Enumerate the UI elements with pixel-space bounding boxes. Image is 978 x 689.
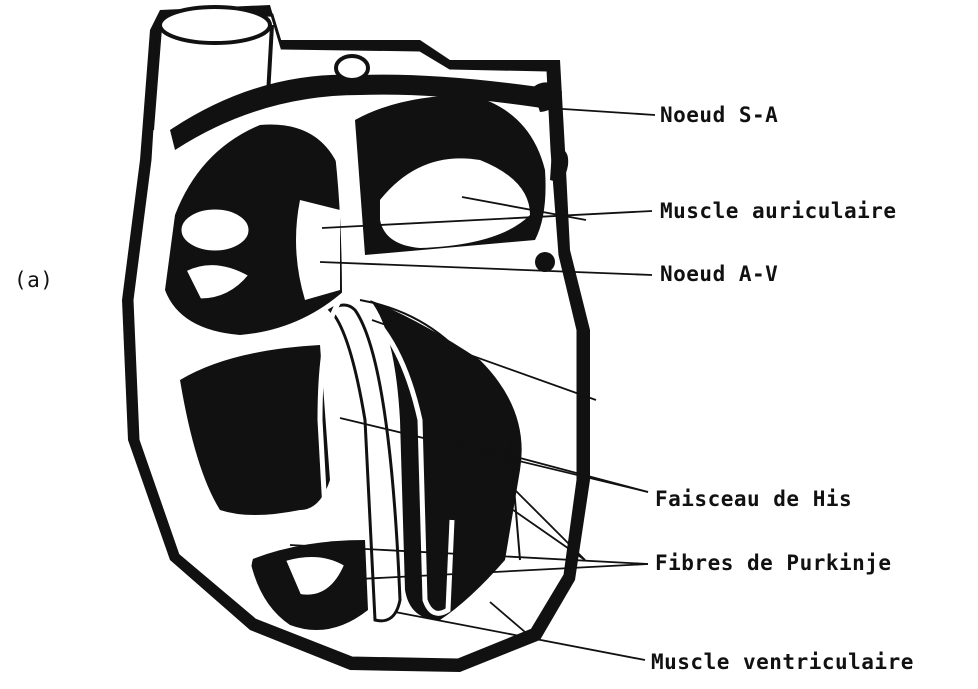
top-vessel-knob xyxy=(336,56,368,80)
label-av-node: Noeud A-V xyxy=(660,262,778,286)
panel-label: (a) xyxy=(14,268,53,292)
atrial-muscle-white xyxy=(296,200,340,300)
av-small-node xyxy=(535,252,555,272)
label-bundle-of-his: Faisceau de His xyxy=(655,487,852,511)
label-ventricular-muscle: Muscle ventriculaire xyxy=(651,650,914,674)
leader-sa xyxy=(548,108,655,115)
label-atrial-muscle: Muscle auriculaire xyxy=(660,199,897,223)
label-purkinje-fibres: Fibres de Purkinje xyxy=(655,551,892,575)
aorta xyxy=(160,7,270,43)
label-sa-node: Noeud S-A xyxy=(660,103,778,127)
valve-ring xyxy=(180,208,250,252)
